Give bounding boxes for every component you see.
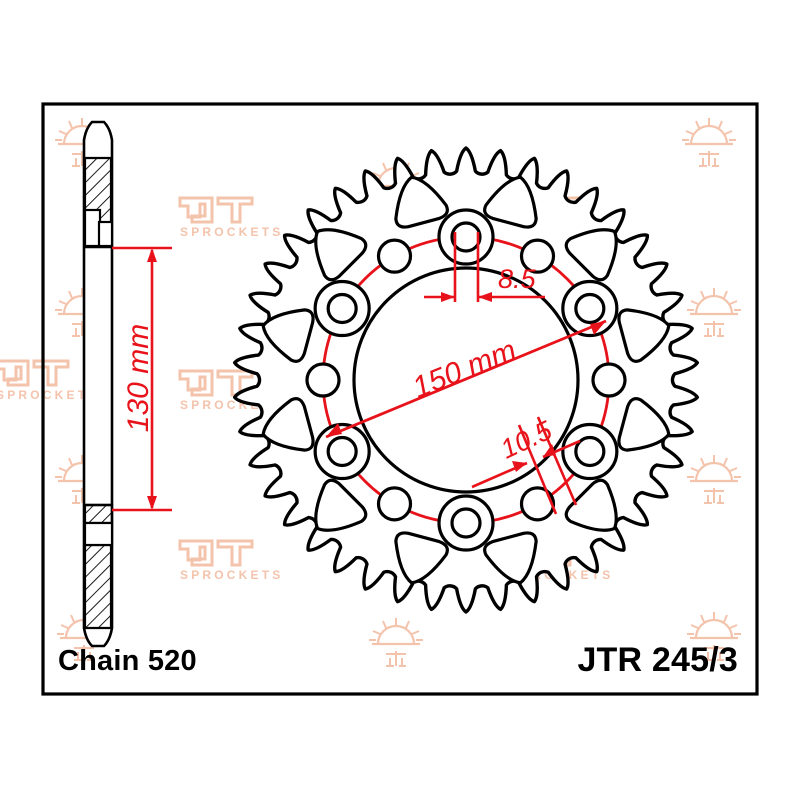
dimension-130mm-label: 130 mm [122, 324, 155, 432]
lightening-hole [314, 478, 368, 532]
lightening-hole [394, 175, 449, 229]
lightening-hole [314, 228, 368, 282]
bolt-hole-inner [450, 507, 482, 539]
small-hole [591, 362, 627, 398]
drawing-frame [41, 102, 759, 696]
lightening-hole [564, 228, 618, 282]
lightening-hole [564, 478, 618, 532]
bolt-hole-inner [326, 435, 358, 468]
dimension-8-5: 8.5 [424, 232, 545, 302]
small-hole [519, 238, 556, 274]
bolt-hole-inner [574, 292, 606, 325]
lightening-hole [617, 308, 671, 363]
small-hole [376, 486, 413, 522]
lightening-hole [261, 397, 315, 452]
chain-size-label: Chain 520 [58, 645, 197, 677]
part-number-label: JTR 245/3 [577, 641, 738, 679]
dimension-130mm: 130 mm [112, 246, 172, 512]
bolt-hole-inner [574, 435, 606, 468]
side-profile-view [82, 120, 114, 648]
lightening-hole [617, 397, 671, 452]
bolt-hole-inner [450, 221, 482, 253]
lightening-hole [483, 175, 538, 229]
small-hole [305, 362, 341, 398]
small-hole [376, 238, 413, 274]
bolt-hole-inner [326, 292, 358, 325]
lightening-hole [483, 531, 538, 585]
lightening-hole [394, 531, 449, 585]
dimension-8-5-label: 8.5 [498, 264, 537, 294]
small-hole [519, 486, 556, 522]
lightening-hole [261, 308, 315, 363]
